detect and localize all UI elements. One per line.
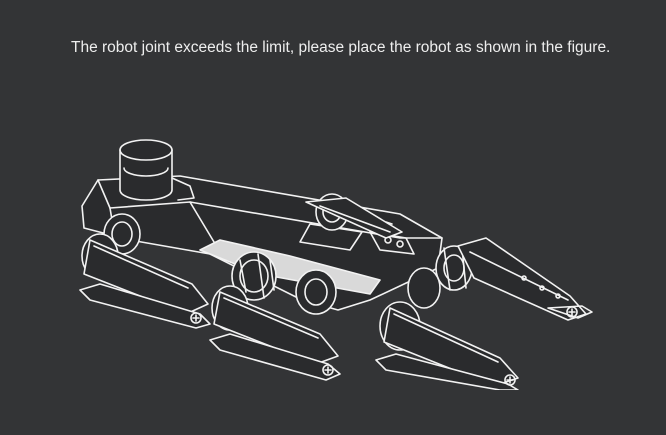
robot-pose-figure bbox=[70, 128, 610, 390]
quadruped-robot-icon bbox=[79, 139, 593, 390]
joint-limit-message: The robot joint exceeds the limit, pleas… bbox=[71, 39, 611, 56]
